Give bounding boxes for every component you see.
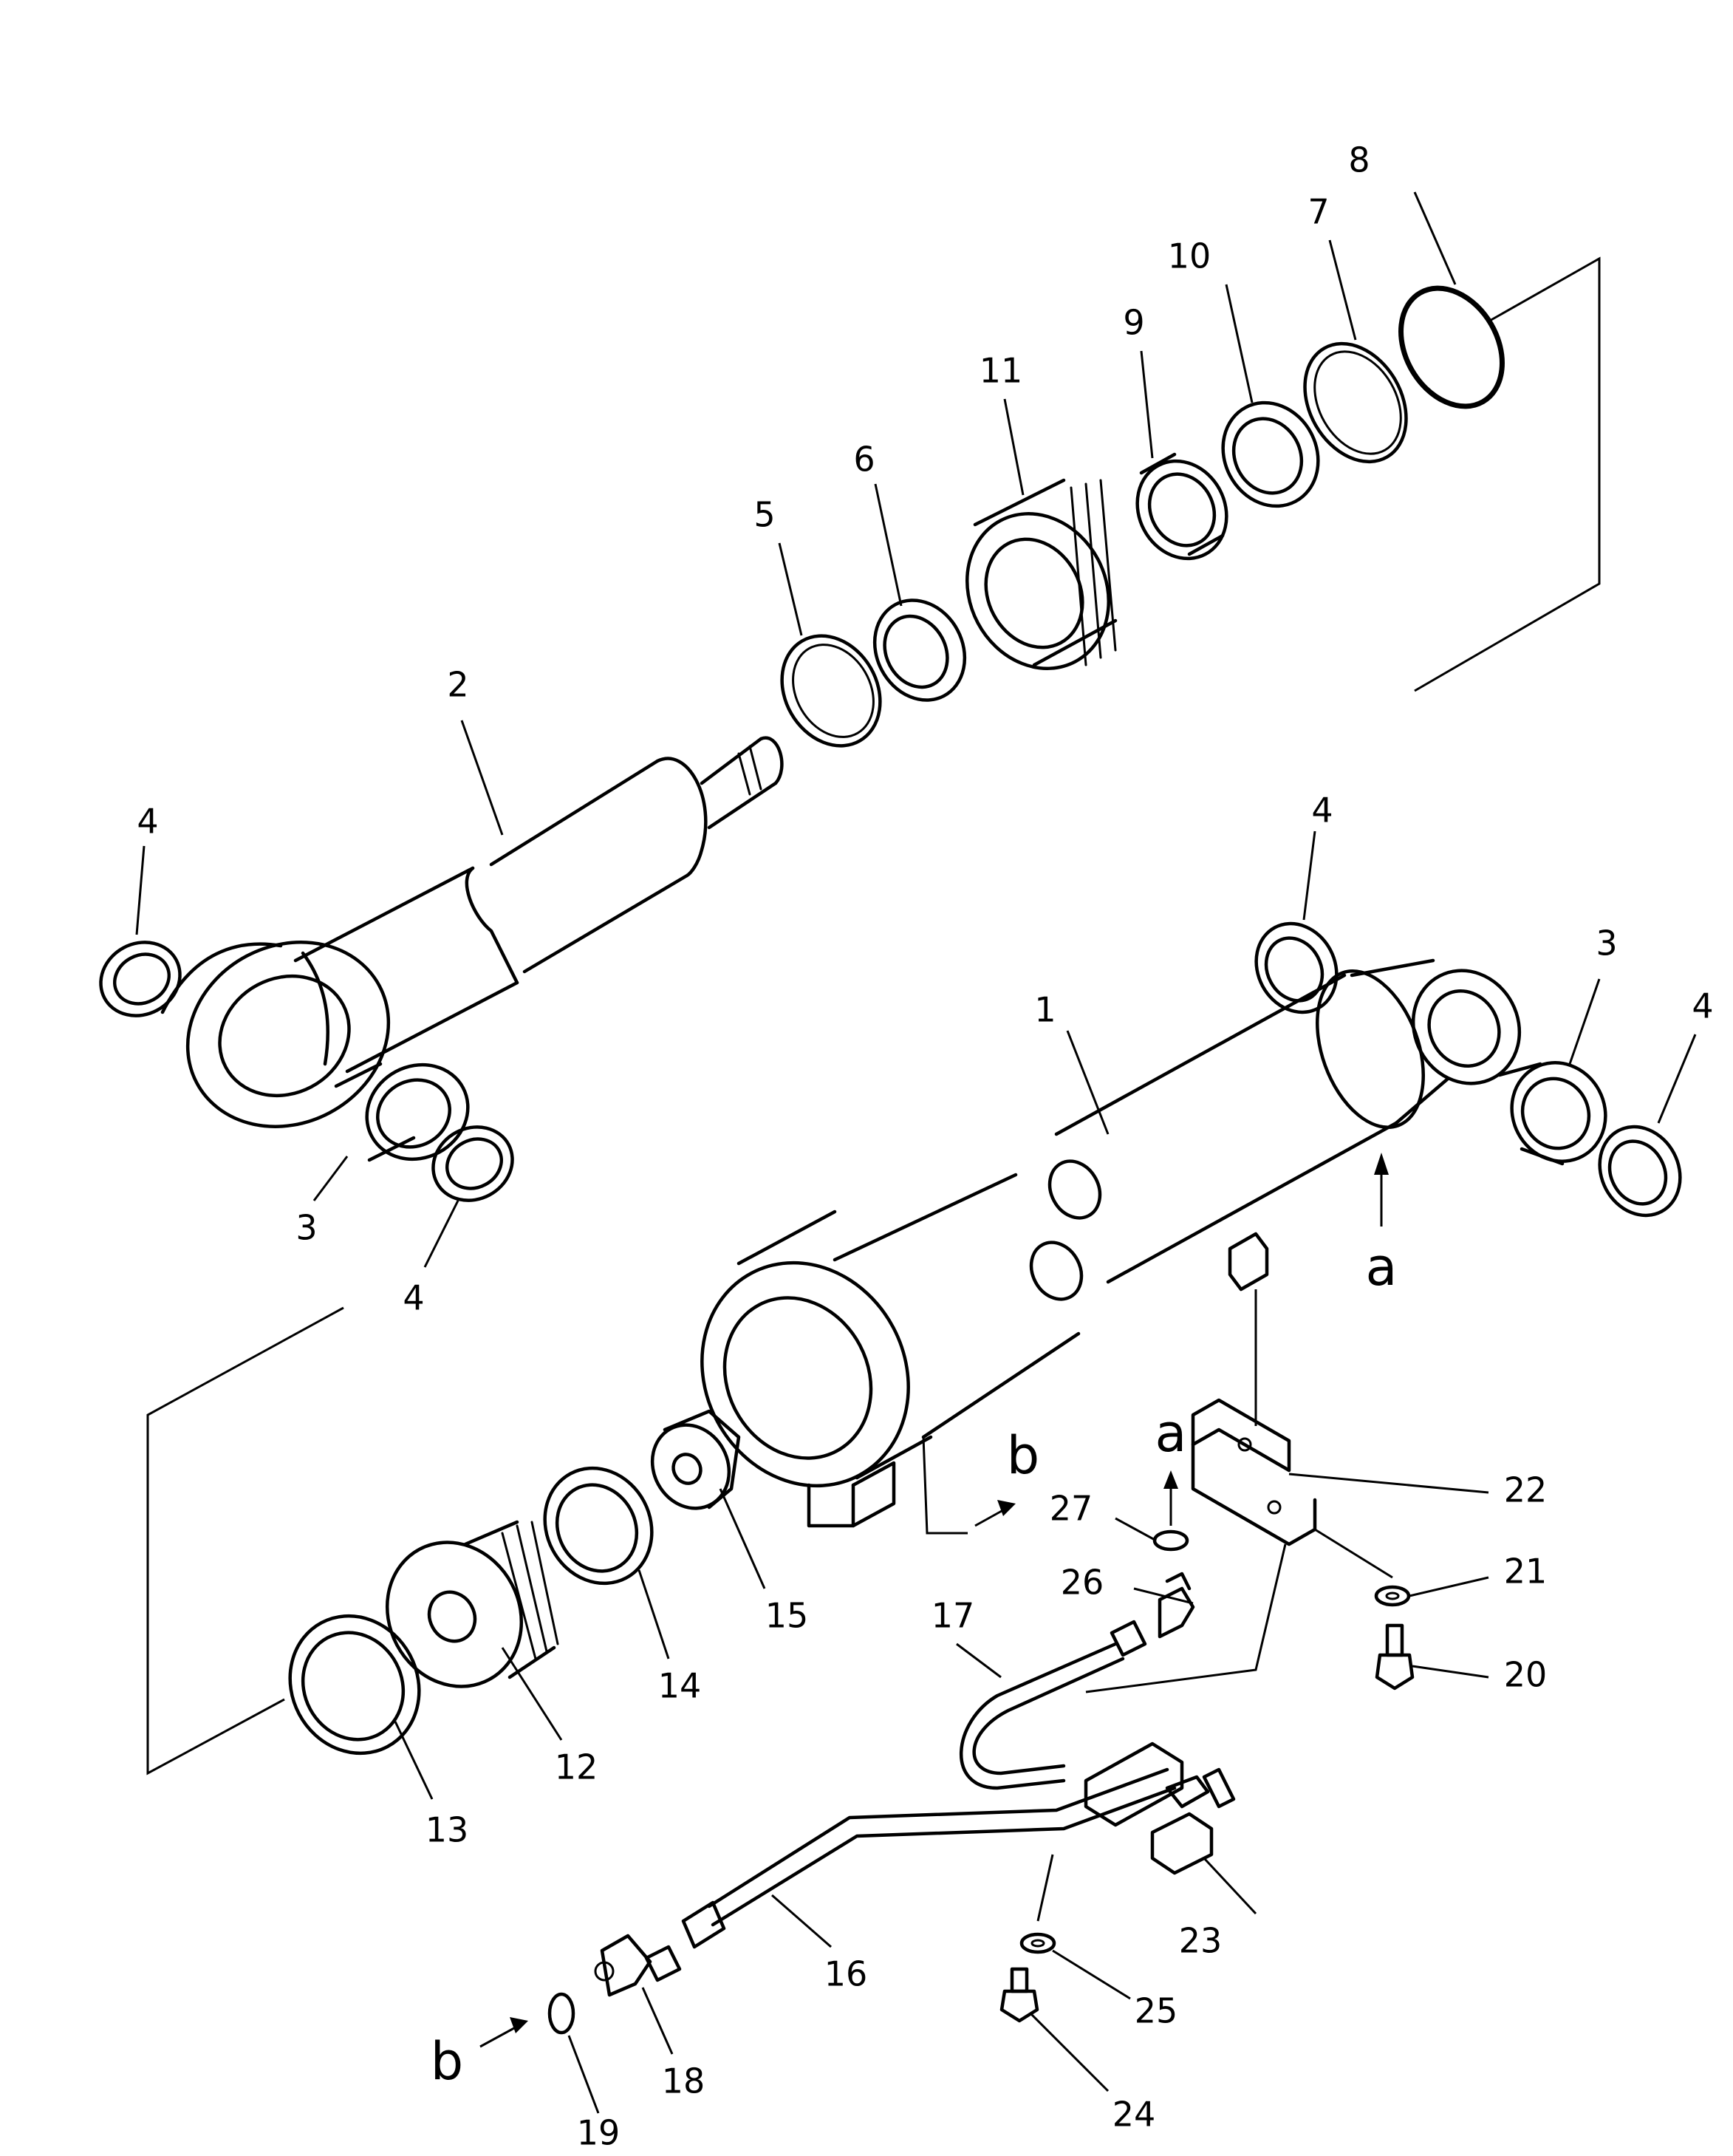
callout-11: 11	[980, 351, 1023, 391]
part-washer-25	[1019, 1932, 1056, 1954]
part-connector-end	[1165, 1767, 1236, 1809]
part-o-ring-27	[1152, 1529, 1189, 1552]
part-tube-16	[681, 1767, 1177, 1949]
callout-22: 22	[1504, 1470, 1548, 1510]
part-bushing-rod-end	[334, 1062, 470, 1162]
callout-7: 7	[1308, 192, 1329, 232]
guide-line-washer-25	[1036, 1854, 1054, 1922]
part-dust-seal-left-lower	[431, 1125, 514, 1202]
part-piston-ring-13	[288, 1614, 421, 1756]
part-bolt-24	[999, 1967, 1039, 2023]
part-dust-seal-right-upper	[1254, 921, 1339, 1014]
part-clamp-23	[1084, 1741, 1214, 1875]
callout-17: 17	[932, 1596, 975, 1636]
ref-b-detail: b	[431, 2031, 463, 2092]
part-collar-9	[1135, 452, 1228, 561]
part-o-ring-19	[547, 1992, 575, 2035]
callout-23: 23	[1179, 1921, 1223, 1961]
part-o-ring-8	[1398, 285, 1505, 409]
part-cylinder-head	[965, 478, 1118, 670]
callout-1: 1	[1034, 990, 1056, 1030]
ref-a-detail: a	[1155, 1403, 1187, 1464]
part-elbow-26	[1158, 1572, 1195, 1639]
guide-line-washer-21	[1314, 1528, 1393, 1579]
assembly-bracket-top	[1414, 256, 1601, 692]
callout-27: 27	[1050, 1489, 1093, 1529]
callout-15: 15	[765, 1596, 809, 1636]
part-wear-ring-14	[543, 1466, 654, 1586]
callout-10: 10	[1168, 236, 1211, 276]
leader-lines	[135, 191, 1697, 2114]
ref-a-main: a	[1366, 1237, 1398, 1297]
callout-3-right: 3	[1596, 924, 1617, 963]
guide-line-b	[922, 1436, 968, 1535]
callout-6: 6	[853, 440, 875, 480]
callout-4-top-right: 4	[1311, 791, 1333, 830]
part-bracket-22	[1191, 1398, 1317, 1546]
part-dust-seal-left-upper	[99, 941, 182, 1017]
callout-12: 12	[555, 1747, 598, 1787]
callout-4-top-left: 4	[137, 802, 158, 842]
callout-24: 24	[1112, 2095, 1156, 2135]
callout-14: 14	[658, 1666, 702, 1706]
part-adapter-18	[594, 1934, 682, 1997]
part-bolt-20	[1375, 1623, 1415, 1691]
callout-16: 16	[824, 1954, 868, 1994]
callout-2: 2	[447, 665, 468, 705]
ref-b-main: b	[1007, 1425, 1039, 1486]
part-washer-21	[1374, 1585, 1411, 1607]
callout-18: 18	[662, 2061, 705, 2101]
part-cylinder-tube	[700, 958, 1522, 1528]
callout-21: 21	[1504, 1552, 1548, 1592]
callout-13: 13	[425, 1810, 469, 1850]
callout-5: 5	[753, 495, 775, 535]
part-dust-seal-right-lower	[1598, 1125, 1682, 1218]
part-tube-17	[960, 1620, 1147, 1790]
callout-9: 9	[1123, 303, 1144, 343]
callout-26: 26	[1061, 1563, 1104, 1603]
callout-3-left: 3	[295, 1208, 317, 1248]
callout-4-bottom-left: 4	[403, 1278, 424, 1318]
part-rod-packing-10	[1221, 400, 1320, 508]
callout-20: 20	[1504, 1655, 1548, 1695]
part-back-up-ring-7	[1303, 341, 1408, 464]
part-bushing-bottom	[1497, 1061, 1607, 1166]
part-piston-12	[385, 1520, 559, 1688]
assembly-bracket-bottom	[146, 1306, 344, 1775]
callout-4-bottom-right: 4	[1692, 986, 1713, 1026]
callout-8: 8	[1348, 140, 1370, 180]
callout-numbers: 1 2 3 3 4 4 4 4 5 6 7 8 9 10 11 12 13 14…	[137, 140, 1713, 2153]
part-piston-rod	[160, 736, 784, 1128]
part-snap-ring	[780, 634, 882, 748]
reference-letters: a a b b	[431, 1237, 1398, 2092]
part-piston-packing-6	[872, 598, 967, 702]
callout-25: 25	[1135, 1991, 1178, 2031]
callout-19: 19	[577, 2113, 621, 2153]
guide-line-tube	[1085, 1543, 1287, 1693]
